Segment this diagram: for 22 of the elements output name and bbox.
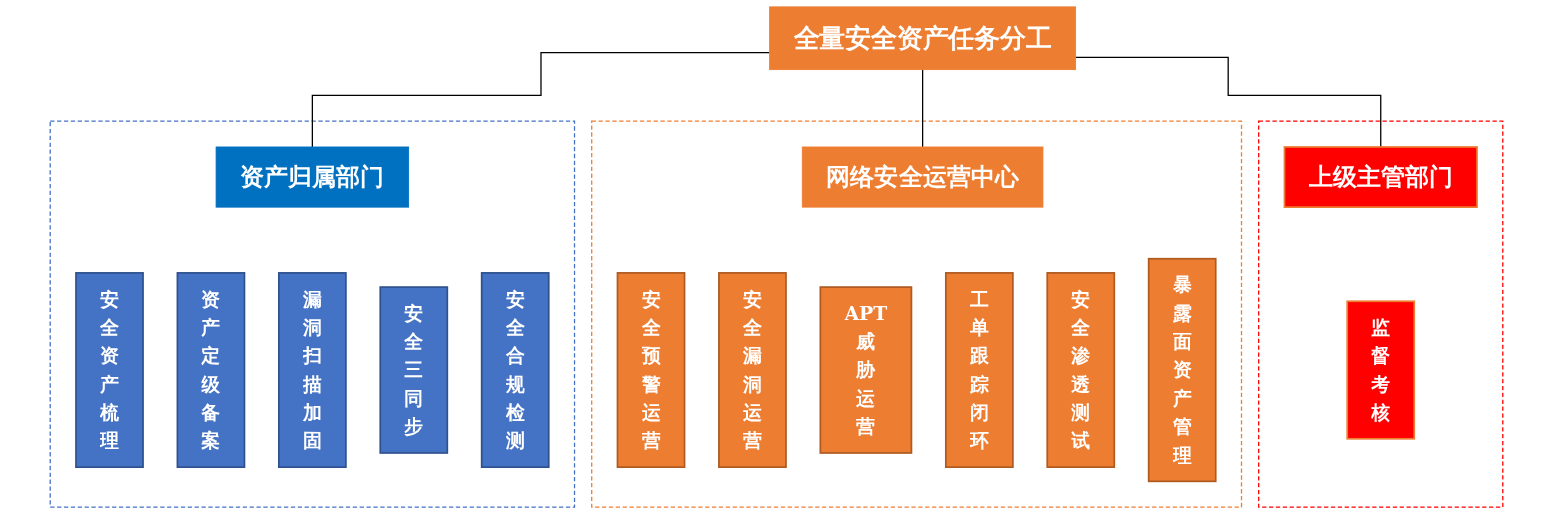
node-box: 资产归属部门: [215, 146, 410, 208]
node-box: 工单跟踪闭环: [944, 272, 1014, 469]
node-box: 安全渗透测试: [1046, 272, 1116, 469]
node-box: 监督考核: [1346, 300, 1416, 440]
connector: [1074, 56, 1382, 148]
cluster: [49, 120, 576, 508]
node-box: 安全三同步: [379, 286, 449, 454]
node-box: 安全合规检测: [480, 272, 550, 469]
node-box: 安全漏洞运营: [718, 272, 787, 469]
node-box: 安全资产梳理: [75, 272, 144, 469]
cluster: [1258, 120, 1504, 508]
connector: [921, 68, 924, 148]
cluster: [591, 120, 1243, 508]
connector: [311, 51, 771, 148]
node-box: 全量安全资产任务分工: [769, 6, 1077, 71]
node-box: 上级主管部门: [1283, 146, 1478, 208]
node-box: 暴露面资产管理: [1147, 257, 1217, 483]
node-box: 网络安全运营中心: [801, 146, 1044, 208]
node-box: APT威胁运营: [819, 286, 913, 454]
node-box: 安全预警运营: [616, 272, 686, 469]
node-box: 漏洞扫描加固: [277, 272, 347, 469]
node-box: 资产定级备案: [176, 272, 246, 469]
